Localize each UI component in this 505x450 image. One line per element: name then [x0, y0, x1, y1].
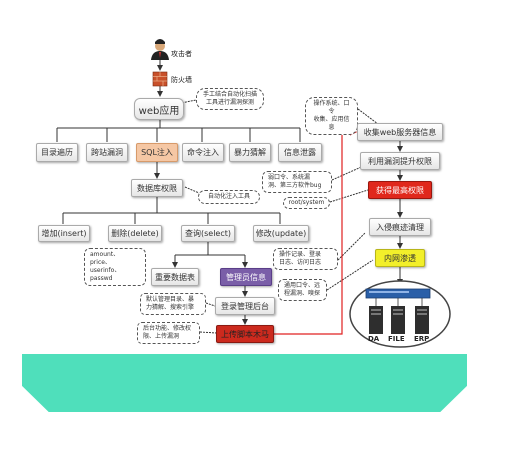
- vuln-command-injection: 命令注入: [182, 143, 224, 162]
- server-label-file: FILE: [388, 335, 405, 343]
- web-app-node: web应用: [134, 98, 184, 120]
- priv-escalation-node: 利用漏洞提升权限: [360, 152, 440, 170]
- intranet-node: 内网渗透: [375, 249, 425, 267]
- vuln-dir-traversal: 目录遍历: [36, 143, 78, 162]
- server-label-da: DA: [368, 335, 380, 343]
- vuln-xss: 跨站漏洞: [86, 143, 128, 162]
- scan-note: 手工结合自动化扫描 工具进行漏洞探测: [196, 88, 264, 110]
- attacker-label: 攻击者: [171, 50, 192, 58]
- weak-password-note: 弱口令、系统漏 洞、第三方软件bug: [262, 171, 332, 193]
- top-privilege-node: 获得最高权限: [368, 181, 432, 199]
- backend-note: 后台功能、修改权 限、上传漏洞: [137, 322, 200, 344]
- server-label-erp: ERP: [414, 335, 430, 343]
- guess-note: 默认管理目录、暴 力猜解、搜索引擎: [140, 293, 206, 315]
- login-backend-node: 登录管理后台: [215, 297, 275, 315]
- fields-note: amount、price、 userinfo、passwd: [84, 248, 146, 286]
- clear-traces-node: 入侵痕迹清理: [369, 218, 431, 236]
- auto-inject-note: 自动化注入工具: [198, 190, 260, 204]
- root-system-note: root/system: [283, 197, 330, 209]
- vuln-info-leak: 信息泄露: [278, 143, 322, 162]
- collect-info-node: 收集web服务器信息: [357, 123, 443, 141]
- admin-info-node: 管理员信息: [220, 268, 272, 286]
- op-select: 查询(select): [181, 225, 235, 242]
- vuln-sql-injection: SQL注入: [136, 143, 178, 162]
- firewall-icon: [152, 71, 168, 87]
- intranet-note: 通用口令、远 程漏洞、嗅探: [278, 279, 327, 301]
- db-permission-node: 数据库权限: [131, 179, 183, 197]
- sysinfo-note: 操作系统、口令 收集、应用信息: [305, 97, 358, 135]
- op-update: 修改(update): [253, 225, 309, 242]
- firewall-label: 防火墙: [171, 76, 192, 84]
- logs-note: 操作记录、登录 日志、访问日志: [273, 248, 338, 270]
- important-table-node: 重要数据表: [151, 268, 199, 286]
- op-insert: 增加(insert): [38, 225, 90, 242]
- teal-banner: [22, 354, 467, 412]
- vuln-brute-force: 暴力猜解: [229, 143, 271, 162]
- upload-trojan-node: 上传脚本木马: [216, 325, 274, 343]
- op-delete: 删除(delete): [108, 225, 162, 242]
- person-icon: [151, 39, 169, 60]
- server-rack-icon: [369, 306, 429, 334]
- network-switch-icon: [365, 288, 431, 299]
